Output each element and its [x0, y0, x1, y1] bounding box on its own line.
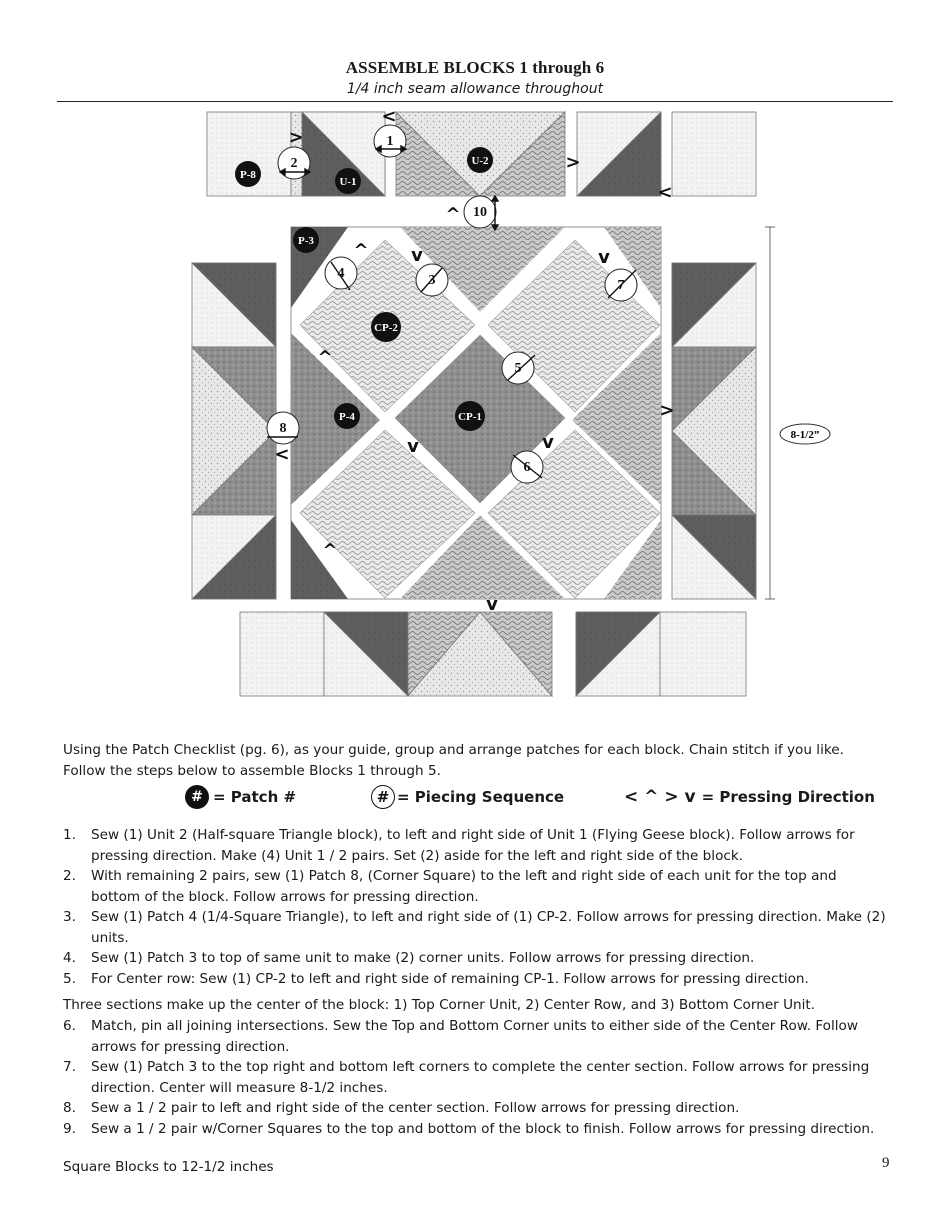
dimension-line — [765, 226, 775, 600]
patch-label-u2: U-2 — [471, 155, 489, 167]
press-arrow: v — [411, 245, 423, 266]
press-arrow: > — [659, 400, 674, 421]
center-sections-note: Three sections make up the center of the… — [63, 997, 816, 1013]
legend-pressing-text: = Pressing Direction — [701, 788, 875, 806]
patch-symbol: # — [185, 785, 209, 809]
patch-label-u1: U-1 — [339, 176, 356, 188]
step-number: 2. — [63, 868, 76, 884]
press-arrow: v — [542, 432, 554, 453]
step-text: For Center row: Sew (1) CP-2 to left and… — [91, 970, 809, 987]
sequence-6: 6 — [524, 460, 531, 475]
sequence-8: 8 — [280, 421, 287, 436]
press-arrow: < — [274, 444, 289, 465]
sequence-10: 10 — [473, 205, 487, 220]
step-text: With remaining 2 pairs, sew (1) Patch 8,… — [91, 868, 837, 905]
legend: # = Patch # # = Piecing Sequence < ^ > v… — [0, 783, 950, 811]
right-column — [671, 262, 757, 600]
step-item: 6. Match, pin all joining intersections. … — [63, 1016, 888, 1057]
header-rule — [57, 101, 893, 102]
sequence-2: 2 — [291, 156, 298, 171]
pressing-arrows: < > > < ^ ^ v v ^ v v < > ^ v — [274, 106, 674, 615]
press-arrow: > — [288, 127, 303, 148]
dimension-badge — [779, 423, 831, 445]
bottom-row — [239, 611, 747, 698]
legend-patch: # = Patch # — [185, 783, 296, 811]
legend-sequence-text: = Piecing Sequence — [397, 788, 565, 806]
seam-arrows — [267, 144, 637, 479]
patch-labels: P-8 U-1 U-2 P-3 CP-2 P-4 CP-1 — [235, 147, 493, 431]
step-item: 5. For Center row: Sew (1) CP-2 to left a… — [63, 969, 888, 990]
patch-label-p8: P-8 — [240, 169, 256, 181]
press-arrow: < — [657, 182, 672, 203]
patch-label-p4: P-4 — [339, 411, 355, 423]
press-arrow: v — [407, 436, 419, 457]
step-number: 6. — [63, 1018, 76, 1034]
sequence-1: 1 — [387, 134, 394, 149]
steps-list-a: 1. Sew (1) Unit 2 (Half-square Triangle b… — [63, 825, 888, 989]
step-number: 4. — [63, 950, 76, 966]
step-item: 4. Sew (1) Patch 3 to top of same unit to… — [63, 948, 888, 969]
sequence-symbol: # — [371, 785, 395, 809]
sequence-3: 3 — [429, 273, 436, 288]
patch-label-cp1: CP-1 — [458, 411, 482, 423]
page-subtitle: 1/4 inch seam allowance throughout — [346, 81, 604, 97]
step-text: Sew (1) Patch 3 to top of same unit to m… — [91, 950, 755, 966]
page-number: 9 — [882, 1155, 890, 1171]
step-item: 3. Sew (1) Patch 4 (1/4-Square Triangle),… — [63, 907, 888, 948]
legend-sequence: # = Piecing Sequence — [371, 783, 564, 811]
intro-text: Using the Patch Checklist (pg. 6), as yo… — [63, 740, 893, 782]
steps-list-b: 6. Match, pin all joining intersections. … — [63, 1016, 888, 1139]
sequence-5: 5 — [515, 361, 522, 376]
step-item: 8. Sew a 1 / 2 pair to left and right sid… — [63, 1098, 888, 1119]
legend-patch-text: = Patch # — [213, 788, 297, 806]
press-arrow: ^ — [322, 540, 337, 561]
press-arrow: ^ — [317, 347, 332, 368]
step-number: 5. — [63, 970, 76, 987]
step-item: 7. Sew (1) Patch 3 to the top right and b… — [63, 1057, 888, 1098]
step-item: 9. Sew a 1 / 2 pair w/Corner Squares to t… — [63, 1119, 888, 1140]
legend-pressing: < ^ > v = Pressing Direction — [624, 783, 875, 811]
footer-note: Square Blocks to 12-1/2 inches — [63, 1159, 274, 1175]
step-text: Sew a 1 / 2 pair to left and right side … — [91, 1100, 740, 1116]
intro-line-1: Using the Patch Checklist (pg. 6), as yo… — [63, 742, 844, 758]
sequence-4: 4 — [338, 266, 345, 281]
step-text: Sew (1) Unit 2 (Half-square Triangle blo… — [91, 827, 855, 864]
press-arrow: < — [381, 106, 396, 127]
dimension-label: 8-1/2” — [791, 429, 820, 441]
step-number: 9. — [63, 1120, 76, 1137]
step-item: 1. Sew (1) Unit 2 (Half-square Triangle b… — [63, 825, 888, 866]
patch-label-p3: P-3 — [298, 235, 314, 247]
step-item: 2. With remaining 2 pairs, sew (1) Patch … — [63, 866, 888, 907]
press-arrow: > — [565, 152, 580, 173]
pressing-arrow-icons: < ^ > v — [624, 787, 696, 807]
step-text: Sew (1) Patch 3 to the top right and bot… — [91, 1059, 870, 1096]
press-arrow: ^ — [445, 204, 460, 225]
press-arrow: ^ — [353, 240, 368, 261]
top-row — [206, 111, 757, 197]
step-number: 7. — [63, 1059, 76, 1075]
press-arrow: v — [486, 594, 498, 615]
step-text: Sew a 1 / 2 pair w/Corner Squares to the… — [91, 1120, 875, 1137]
left-column — [191, 262, 277, 600]
press-arrow: v — [598, 247, 610, 268]
step-number: 1. — [63, 827, 76, 843]
quilt-block-diagram: 8-1/2” P-8 U-1 U-2 P-3 CP-2 P-4 CP-1 1 2… — [191, 106, 831, 698]
patch-label-cp2: CP-2 — [374, 322, 398, 334]
step-text: Match, pin all joining intersections. Se… — [91, 1018, 858, 1055]
page-title: ASSEMBLE BLOCKS 1 through 6 — [345, 58, 605, 77]
step-text: Sew (1) Patch 4 (1/4-Square Triangle), t… — [91, 909, 886, 946]
step-number: 3. — [63, 909, 76, 925]
intro-line-2: Follow the steps below to assemble Block… — [63, 763, 441, 779]
step-number: 8. — [63, 1100, 76, 1116]
